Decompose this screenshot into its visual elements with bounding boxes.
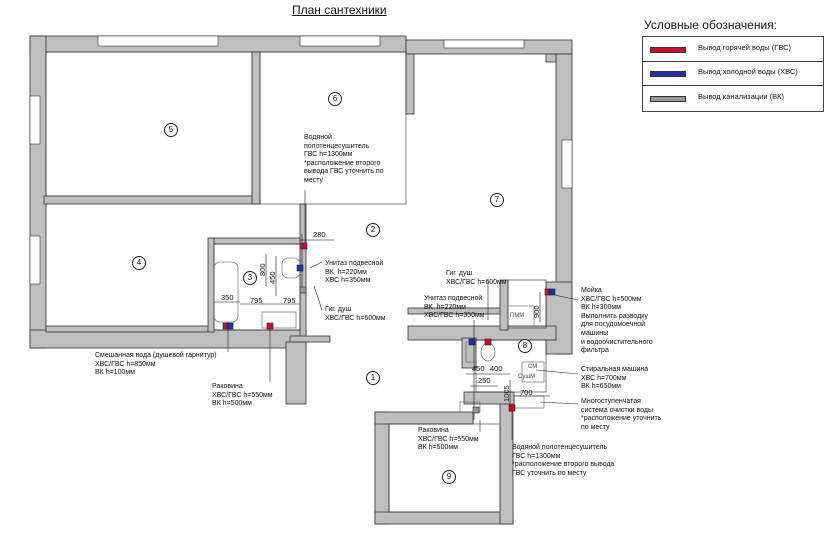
note-toilet-1: Унитаз подвесной ВК h=220мм ХВС h=350мм xyxy=(325,260,384,285)
dim-1005: 1005 xyxy=(502,385,511,402)
outlet-kitchen-cold xyxy=(548,288,556,296)
legend: Вывод горячей воды (ГВС) Вывод холодной … xyxy=(642,36,824,112)
note-sink-2: Раковина ХВС/ГВС h=550мм ВК h=500мм xyxy=(418,427,479,452)
outlet-wc-2-hot xyxy=(484,338,492,346)
room-1-marker: 1 xyxy=(366,371,380,385)
outlet-toilet-1-sewer xyxy=(299,286,307,294)
note-toilet-2: Унитаз подвесной ВК h=220мм ХВС/ГВС h=35… xyxy=(424,295,485,320)
note-towel-rail-2: Водяной полотенцесушитель ГВС h=1300мм *… xyxy=(512,444,615,477)
outlet-towel-rail-1 xyxy=(300,242,308,250)
cold-water-swatch xyxy=(650,71,686,77)
hot-water-swatch xyxy=(650,47,686,53)
outlet-sink-2 xyxy=(472,406,480,414)
legend-label-hot: Вывод горячей воды (ГВС) xyxy=(698,43,791,52)
outlet-shower-cold xyxy=(226,322,234,330)
room-4-marker: 4 xyxy=(132,256,146,270)
room-outlines xyxy=(45,51,547,513)
dim-795-right: 795 xyxy=(283,296,296,305)
walls xyxy=(29,35,573,525)
note-water-filter: Многоступенчатая система очистки воды *р… xyxy=(581,398,662,431)
note-hyg-shower-1: Гиг. душ ХВС/ГВС h=600мм xyxy=(325,306,386,322)
note-washing-machine: Стиральная машина ХВС h=700мм ВК h=650мм xyxy=(581,366,649,391)
note-mixed-water: Смешанная вода (душевой гарнитур) ХВС/ГВ… xyxy=(95,352,217,377)
room-2-marker: 2 xyxy=(366,223,380,237)
sewer-swatch xyxy=(650,96,686,102)
fixture-dishwasher-label: ПММ xyxy=(510,313,525,319)
room-9-marker: 9 xyxy=(442,470,456,484)
legend-row-sewer: Вывод канализации (ВК) xyxy=(643,86,823,110)
room-5-marker: 5 xyxy=(164,123,178,137)
dim-280: 280 xyxy=(313,230,326,239)
room-7-marker: 7 xyxy=(490,193,504,207)
bathroom-fixtures xyxy=(213,257,545,413)
outlet-wc-2-cold xyxy=(468,338,476,346)
note-hyg-shower-2: Гиг. душ ХВС/ГВС h=600мм xyxy=(446,270,507,286)
room-6-marker: 6 xyxy=(328,92,342,106)
note-kitchen-sink: Мойка ХВС/ГВС h=500мм ВК h=300мм Выполни… xyxy=(581,287,653,355)
fixture-washer-label: СМ xyxy=(528,364,538,370)
legend-row-cold: Вывод холодной воды (ХВС) xyxy=(643,61,823,86)
note-towel-rail-1: Водяной полотенцесушитель ГВС h=1300мм *… xyxy=(304,134,384,184)
windows xyxy=(29,35,573,285)
page-title: План сантехники xyxy=(292,3,387,17)
legend-title: Условные обозначения: xyxy=(644,18,777,32)
outlet-towel-rail-2 xyxy=(508,404,516,412)
outlet-toilet-1-cold xyxy=(296,264,304,272)
dim-450-bath: 450 xyxy=(268,271,277,284)
room-8-marker: 8 xyxy=(518,339,532,353)
dim-795-left: 795 xyxy=(250,296,263,305)
note-sink-1: Раковина ХВС/ГВС h=550мм ВК h=500мм xyxy=(212,383,273,408)
legend-row-hot: Вывод горячей воды (ГВС) xyxy=(643,37,823,62)
dim-700: 700 xyxy=(520,388,533,397)
fixture-dryer-label: СушМ xyxy=(518,374,536,380)
outlet-sink-1 xyxy=(266,322,274,330)
dim-350: 350 xyxy=(221,293,234,302)
dim-400: 400 xyxy=(490,364,503,373)
dim-250: 250 xyxy=(478,376,491,385)
dim-900: 900 xyxy=(532,305,541,318)
room-3-marker: 3 xyxy=(243,271,257,285)
leader-lines xyxy=(227,190,579,440)
legend-label-cold: Вывод холодной воды (ХВС) xyxy=(698,67,798,76)
legend-label-sewer: Вывод канализации (ВК) xyxy=(698,92,784,101)
outlets xyxy=(222,242,556,414)
dim-800: 800 xyxy=(258,263,267,276)
dim-450-wc: 450 xyxy=(472,364,485,373)
